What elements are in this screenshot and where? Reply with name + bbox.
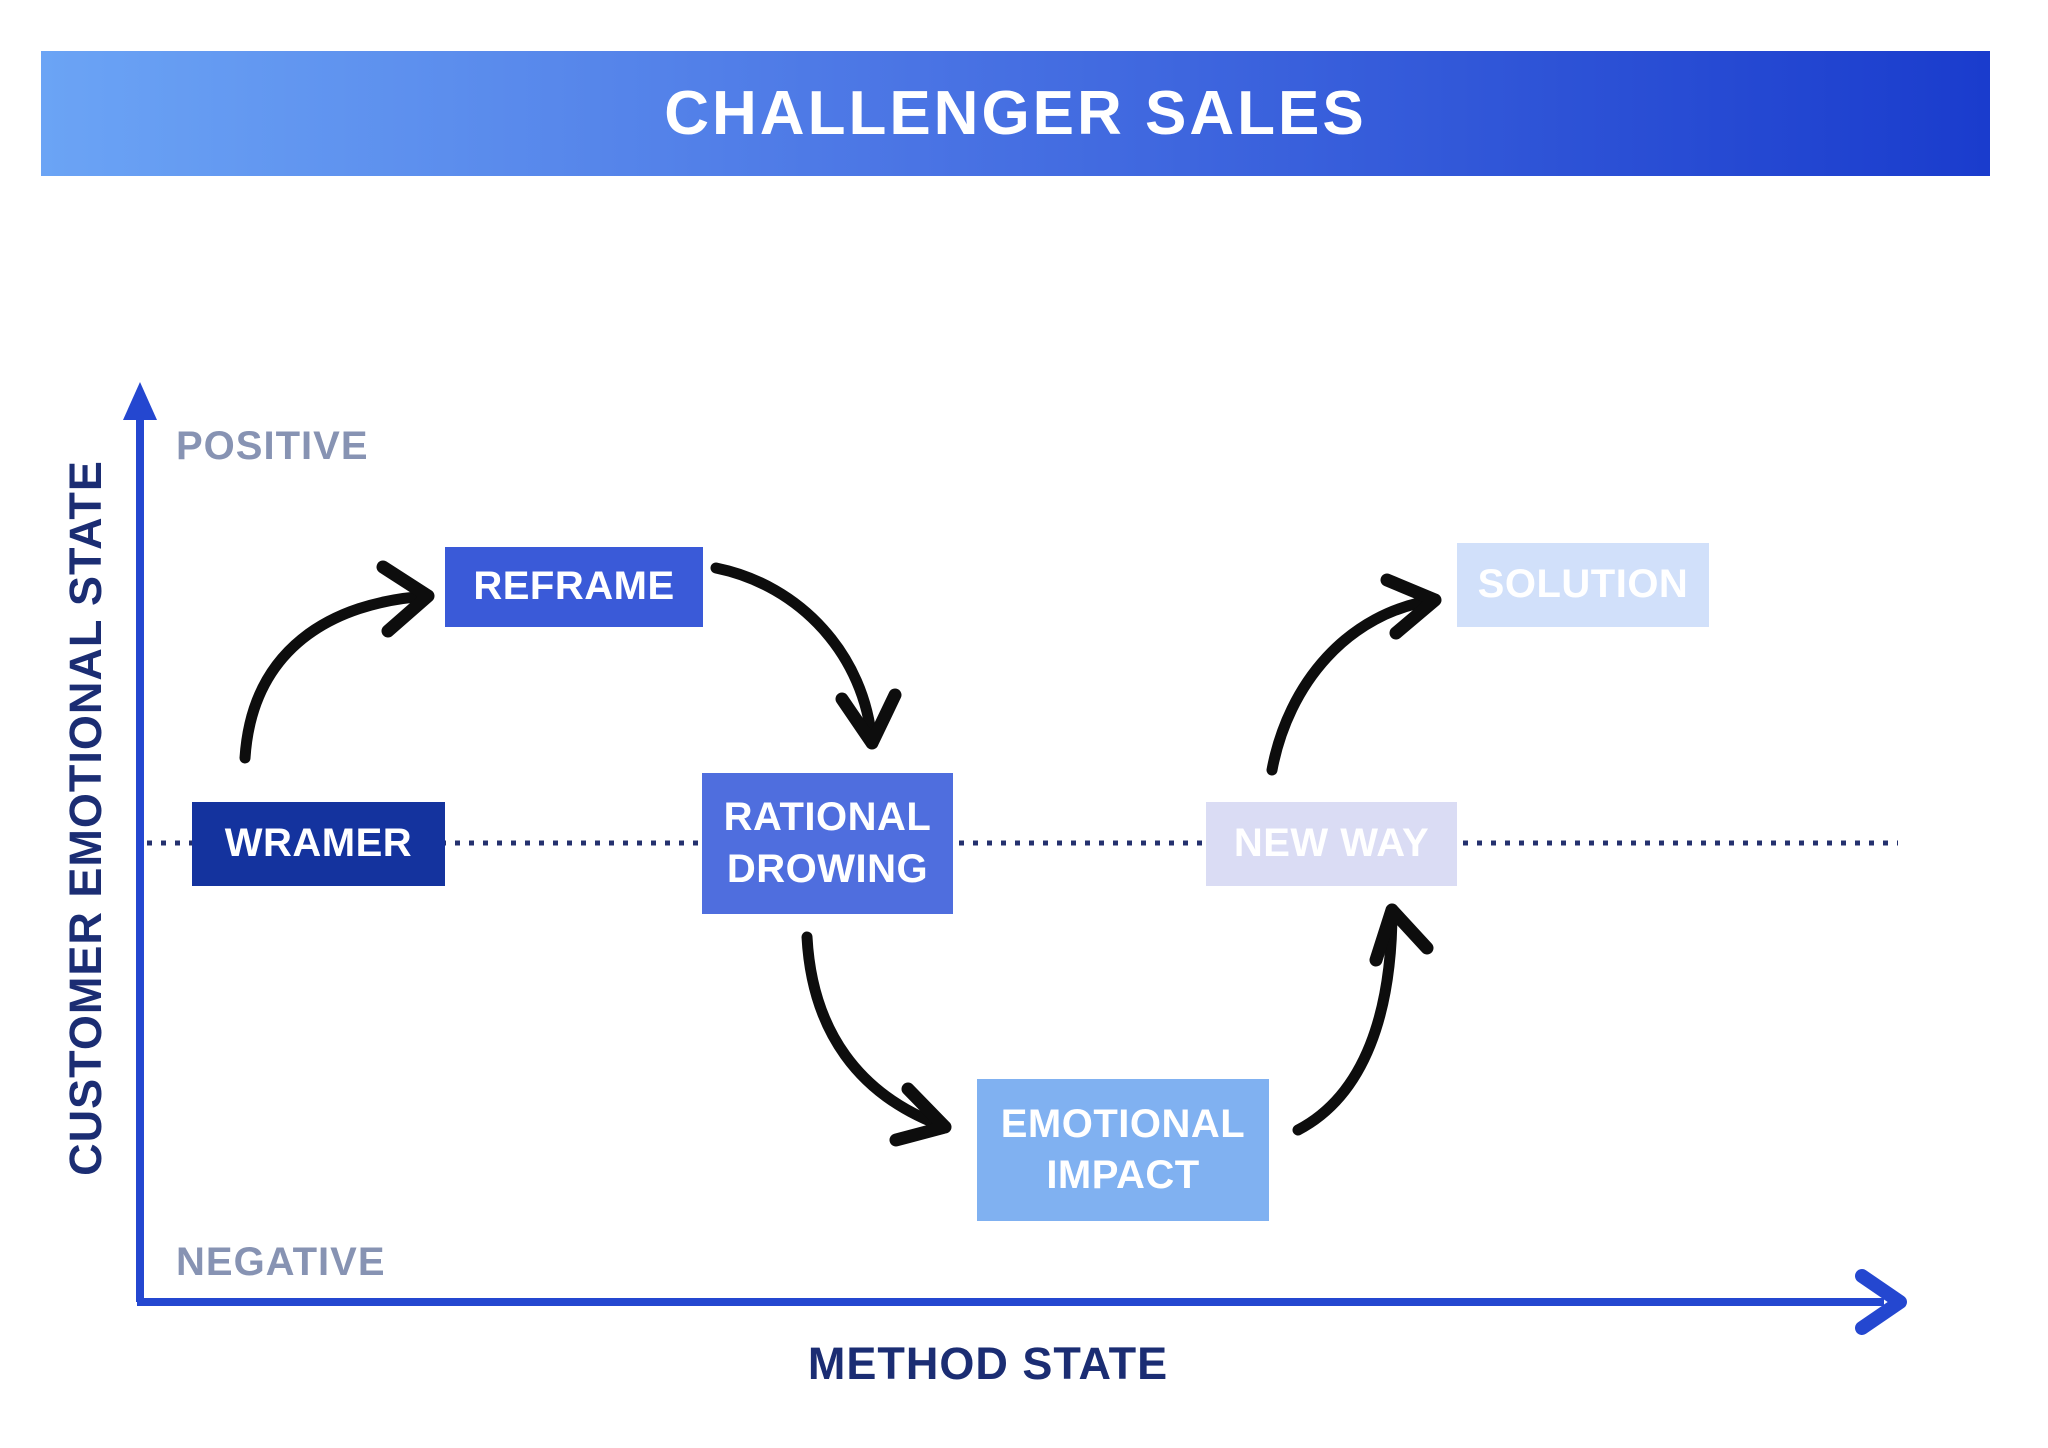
y-axis-positive-label: POSITIVE <box>176 424 369 468</box>
x-axis-title: METHOD STATE <box>807 1338 1169 1389</box>
node-emotional-impact: EMOTIONAL IMPACT <box>977 1079 1269 1221</box>
arrow-new-way-to-solution <box>1266 573 1442 776</box>
node-wramer: WRAMER <box>192 802 445 886</box>
node-reframe: REFRAME <box>445 547 703 627</box>
page-title: CHALLENGER SALES <box>664 79 1367 148</box>
node-new-way: NEW WAY <box>1206 802 1457 886</box>
title-banner: CHALLENGER SALES <box>41 51 1990 176</box>
y-axis-negative-label: NEGATIVE <box>176 1240 386 1284</box>
node-rational-drowing: RATIONAL DROWING <box>702 773 953 914</box>
y-axis-title: CUSTOMER EMOTIONAL STATE <box>60 460 111 1176</box>
arrow-reframe-to-rational-drowing <box>710 562 902 750</box>
arrow-emotional-impact-to-new-way <box>1292 903 1434 1136</box>
arrow-rational-drowing-to-emotional-impact <box>801 931 952 1147</box>
arrow-wramer-to-reframe <box>239 560 435 764</box>
x-axis-arrowhead-icon <box>1855 1269 1907 1335</box>
y-axis-arrowhead-icon <box>123 382 157 420</box>
node-solution: SOLUTION <box>1457 543 1709 627</box>
